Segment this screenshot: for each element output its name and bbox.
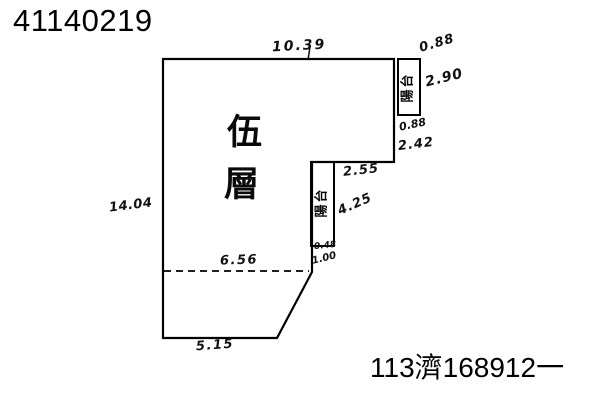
case-number: 113濟168912一 — [370, 352, 565, 383]
document-number: 41140219 — [13, 3, 153, 38]
balcony-top-right-label: 陽台 — [400, 72, 416, 103]
dim-top-width: 10.39 — [271, 36, 327, 56]
floor-label-char-1: 伍 — [227, 112, 263, 153]
balcony-middle-box — [310, 161, 335, 247]
balcony-middle-label: 陽台 — [314, 187, 330, 218]
floor-label-char-2: 層 — [224, 164, 260, 205]
dim-interior-dashed-width: 6.56 — [219, 252, 259, 269]
dim-bottom-width: 5.15 — [195, 336, 235, 355]
balcony-top-right-box — [397, 58, 421, 116]
dim-step-width: 2.55 — [342, 161, 380, 180]
dimension-leader-tick — [307, 46, 311, 61]
